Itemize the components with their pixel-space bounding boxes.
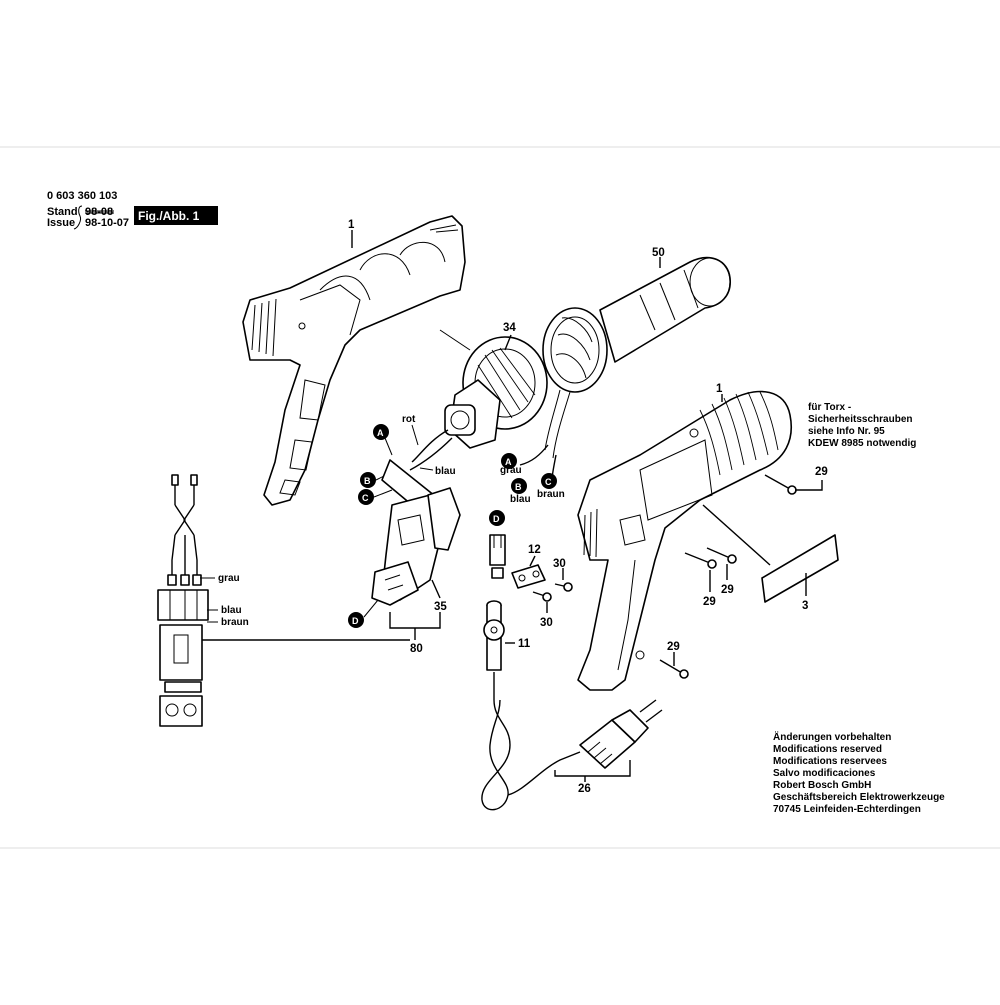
svg-text:D: D: [352, 616, 359, 626]
housing-half-right: [577, 390, 792, 691]
svg-text:C: C: [545, 477, 552, 487]
wiring-schematic: [157, 474, 209, 727]
part-3: 3: [802, 600, 808, 612]
part-50: 50: [652, 247, 665, 259]
switch-assembly: [371, 459, 461, 606]
connector-c-1: C: [358, 489, 374, 505]
part-29-top: 29: [815, 466, 828, 478]
wire-label-blau-2: blau: [510, 494, 531, 505]
stand-value: 98-08: [85, 206, 113, 218]
leader-p34: [504, 334, 512, 351]
screw-29-top: [764, 474, 797, 495]
wire-label-blau-1: blau: [435, 466, 456, 477]
torx-note-line-2: Sicherheitsschrauben: [808, 414, 912, 425]
leader-p34b: [439, 329, 471, 351]
part-12: 12: [528, 544, 541, 556]
part-11: 11: [518, 638, 531, 650]
part-35: 35: [434, 601, 447, 613]
footer-line-2: Modifications reserved: [773, 744, 882, 755]
part-30-upper: 30: [553, 558, 566, 570]
connector-c-2: C: [541, 473, 557, 489]
leader-p35: [431, 579, 441, 599]
footer-line-3: Modifications reservees: [773, 756, 887, 767]
connector-d-2: D: [489, 510, 505, 526]
bracket-symbol: [73, 205, 83, 230]
screw-29-mid-b: [684, 552, 717, 569]
svg-text:B: B: [515, 482, 522, 492]
svg-text:A: A: [377, 428, 384, 438]
wire-label-grau-2: grau: [218, 573, 240, 584]
part-number: 0 603 360 103: [47, 190, 117, 202]
wire-grau: [519, 444, 549, 466]
leader-d1: [363, 599, 379, 618]
leader-blau: [419, 467, 434, 471]
footer-line-1: Änderungen vorbehalten: [773, 730, 891, 743]
footer-line-6: Geschäftsbereich Elektrowerkzeuge: [773, 792, 945, 803]
torx-note-line-4: KDEW 8985 notwendig: [808, 438, 916, 449]
cable-clamp: [511, 564, 546, 589]
footer-line-7: 70745 Leinfeiden-Echterdingen: [773, 804, 921, 815]
leader-p12: [529, 555, 536, 567]
fan-motor: [444, 336, 548, 449]
power-cord: [481, 672, 663, 811]
leader-a1: [384, 437, 393, 456]
part-26: 26: [578, 783, 591, 795]
issue-value: 98-10-07: [85, 217, 129, 229]
part-1-left: 1: [348, 219, 355, 231]
part-30-lower: 30: [540, 617, 553, 629]
bracket-p80: [389, 612, 441, 629]
leader-c1: [373, 489, 393, 498]
cable-plug-pins: [489, 534, 506, 579]
figure-badge: [134, 206, 218, 225]
part-29-mid-left: 29: [703, 596, 716, 608]
wire-label-blau-3: blau: [221, 605, 242, 616]
nameplate: [761, 534, 839, 603]
part-34: 34: [503, 322, 516, 334]
wire-blau: [409, 437, 453, 471]
screw-29-mid-a: [706, 547, 737, 564]
wire-label-grau-1: grau: [500, 465, 522, 476]
part-29-bottom: 29: [667, 641, 680, 653]
issue-label: Issue: [47, 217, 75, 229]
connector-a-2: A: [501, 453, 517, 469]
torx-note: für Torx - Sicherheitsschrauben siehe In…: [808, 402, 916, 449]
screw-30b: [532, 591, 552, 602]
part-80: 80: [410, 643, 423, 655]
footer-line-4: Salvo modificaciones: [773, 768, 876, 779]
wire-label-braun-1: braun: [537, 489, 565, 500]
cable-grommet: [483, 600, 505, 671]
screw-30a: [554, 582, 573, 592]
leader-p29a: [795, 480, 823, 491]
connector-b-1: B: [360, 472, 376, 488]
connector-d-1: D: [348, 612, 364, 628]
wire-label-rot: rot: [402, 414, 416, 425]
leader-rot: [411, 424, 419, 446]
figure-label: Fig./Abb. 1: [138, 209, 200, 223]
footer-note: Änderungen vorbehalten Modifications res…: [773, 730, 945, 815]
housing-half-left: [242, 215, 466, 506]
wire-rot: [411, 429, 449, 463]
wire-label-braun-2: braun: [221, 617, 249, 628]
connector-b-2: B: [511, 478, 527, 494]
screw-29-bottom: [659, 659, 689, 679]
bracket-p26: [554, 760, 631, 777]
stand-label: Stand: [47, 206, 78, 218]
svg-text:D: D: [493, 514, 500, 524]
footer-line-5: Robert Bosch GmbH: [773, 780, 871, 791]
connector-a-1: A: [373, 424, 389, 440]
svg-text:B: B: [364, 476, 371, 486]
part-29-mid-right: 29: [721, 584, 734, 596]
leader-p3a: [702, 504, 771, 566]
svg-text:A: A: [505, 457, 512, 467]
svg-text:C: C: [362, 493, 369, 503]
heating-element: [542, 256, 731, 459]
torx-note-line-3: siehe Info Nr. 95: [808, 426, 885, 437]
part-1-right: 1: [716, 383, 723, 395]
torx-note-line-1: für Torx -: [808, 402, 851, 413]
